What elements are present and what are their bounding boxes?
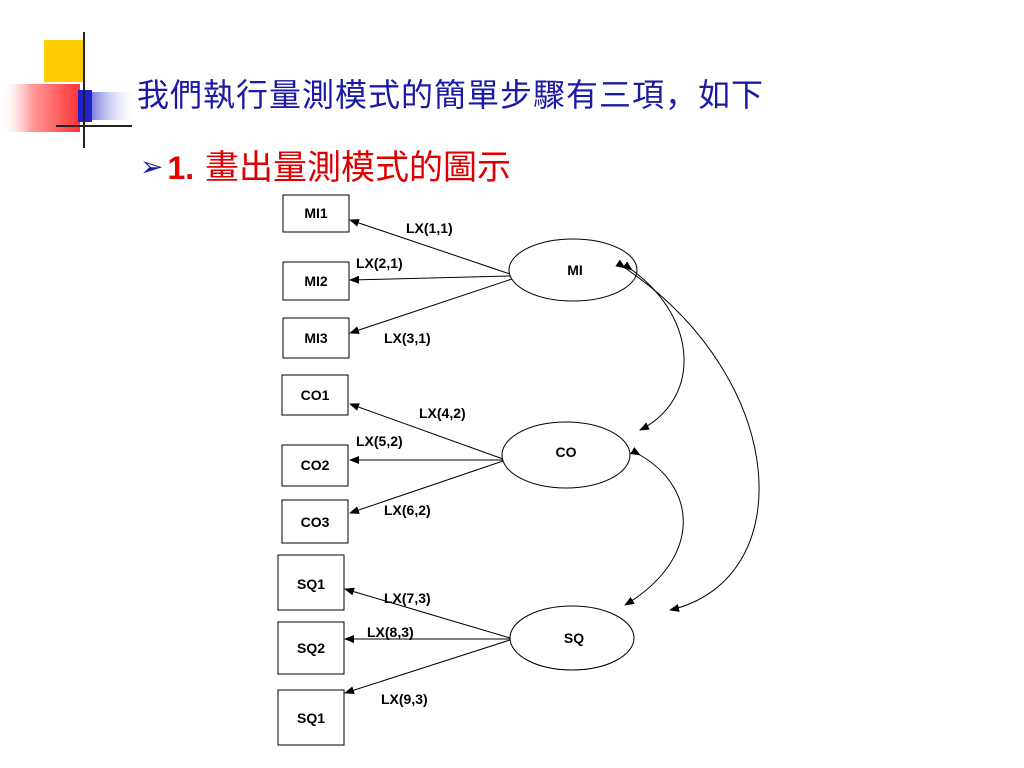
bullet-text: 畫出量測模式的圖示 bbox=[204, 148, 511, 188]
covariance-curve-mi-sq bbox=[615, 259, 760, 612]
indicator-label: CO3 bbox=[301, 514, 330, 530]
loading-arrow-7 bbox=[344, 587, 511, 639]
indicator-box-co2: CO2 bbox=[281, 444, 349, 487]
loading-label-8: LX(8,3) bbox=[367, 624, 414, 640]
loading-arrow-4 bbox=[349, 403, 504, 460]
loading-arrow-2 bbox=[349, 275, 511, 284]
factor-oval-sq: SQ bbox=[509, 605, 635, 671]
indicator-label: SQ2 bbox=[297, 640, 325, 656]
loading-label-7: LX(7,3) bbox=[384, 590, 431, 606]
covariance-curve-mi-co bbox=[622, 261, 685, 431]
loading-label-4: LX(4,2) bbox=[419, 405, 466, 421]
loading-label-3: LX(3,1) bbox=[384, 330, 431, 346]
indicator-box-mi3: MI3 bbox=[282, 317, 350, 359]
indicator-box-co3: CO3 bbox=[281, 499, 349, 544]
bullet-number: 1. bbox=[167, 150, 195, 186]
arrow-bullet-icon: ➢ bbox=[140, 150, 164, 183]
corner-decoration-graphic bbox=[0, 32, 138, 148]
factor-label: MI bbox=[567, 262, 583, 278]
indicator-box-sq2: SQ2 bbox=[277, 621, 345, 675]
indicator-label: MI2 bbox=[304, 273, 328, 289]
bullet-item: ➢1. 畫出量測模式的圖示 bbox=[140, 140, 511, 189]
loading-arrow-9 bbox=[344, 639, 511, 695]
loading-label-5: LX(5,2) bbox=[356, 433, 403, 449]
loading-arrow-6 bbox=[349, 460, 504, 514]
indicator-label: SQ1 bbox=[297, 576, 325, 592]
indicator-box-mi1: MI1 bbox=[282, 194, 350, 233]
loading-arrow-3 bbox=[349, 278, 513, 334]
loading-arrow-1 bbox=[349, 219, 511, 275]
indicator-box-co1: CO1 bbox=[281, 374, 349, 416]
loading-label-2: LX(2,1) bbox=[356, 255, 403, 271]
corner-decoration bbox=[0, 0, 140, 160]
factor-oval-mi: MI bbox=[508, 238, 638, 302]
indicator-label: CO1 bbox=[301, 387, 330, 403]
indicator-label: SQ1 bbox=[297, 710, 325, 726]
loading-label-9: LX(9,3) bbox=[381, 691, 428, 707]
indicator-label: MI1 bbox=[304, 205, 328, 221]
factor-label: SQ bbox=[564, 630, 584, 646]
indicator-box-sq1-second: SQ1 bbox=[277, 689, 345, 746]
slide-title: 我們執行量測模式的簡單步驟有三項，如下 bbox=[137, 76, 765, 114]
loading-label-1: LX(1,1) bbox=[406, 220, 453, 236]
indicator-label: MI3 bbox=[304, 330, 328, 346]
indicator-label: CO2 bbox=[301, 457, 330, 473]
loading-label-6: LX(6,2) bbox=[384, 502, 431, 518]
covariance-curve-co-sq bbox=[624, 447, 684, 606]
factor-label: CO bbox=[556, 444, 577, 460]
indicator-box-sq1: SQ1 bbox=[277, 554, 345, 611]
indicator-box-mi2: MI2 bbox=[282, 261, 350, 301]
factor-oval-co: CO bbox=[501, 421, 631, 489]
